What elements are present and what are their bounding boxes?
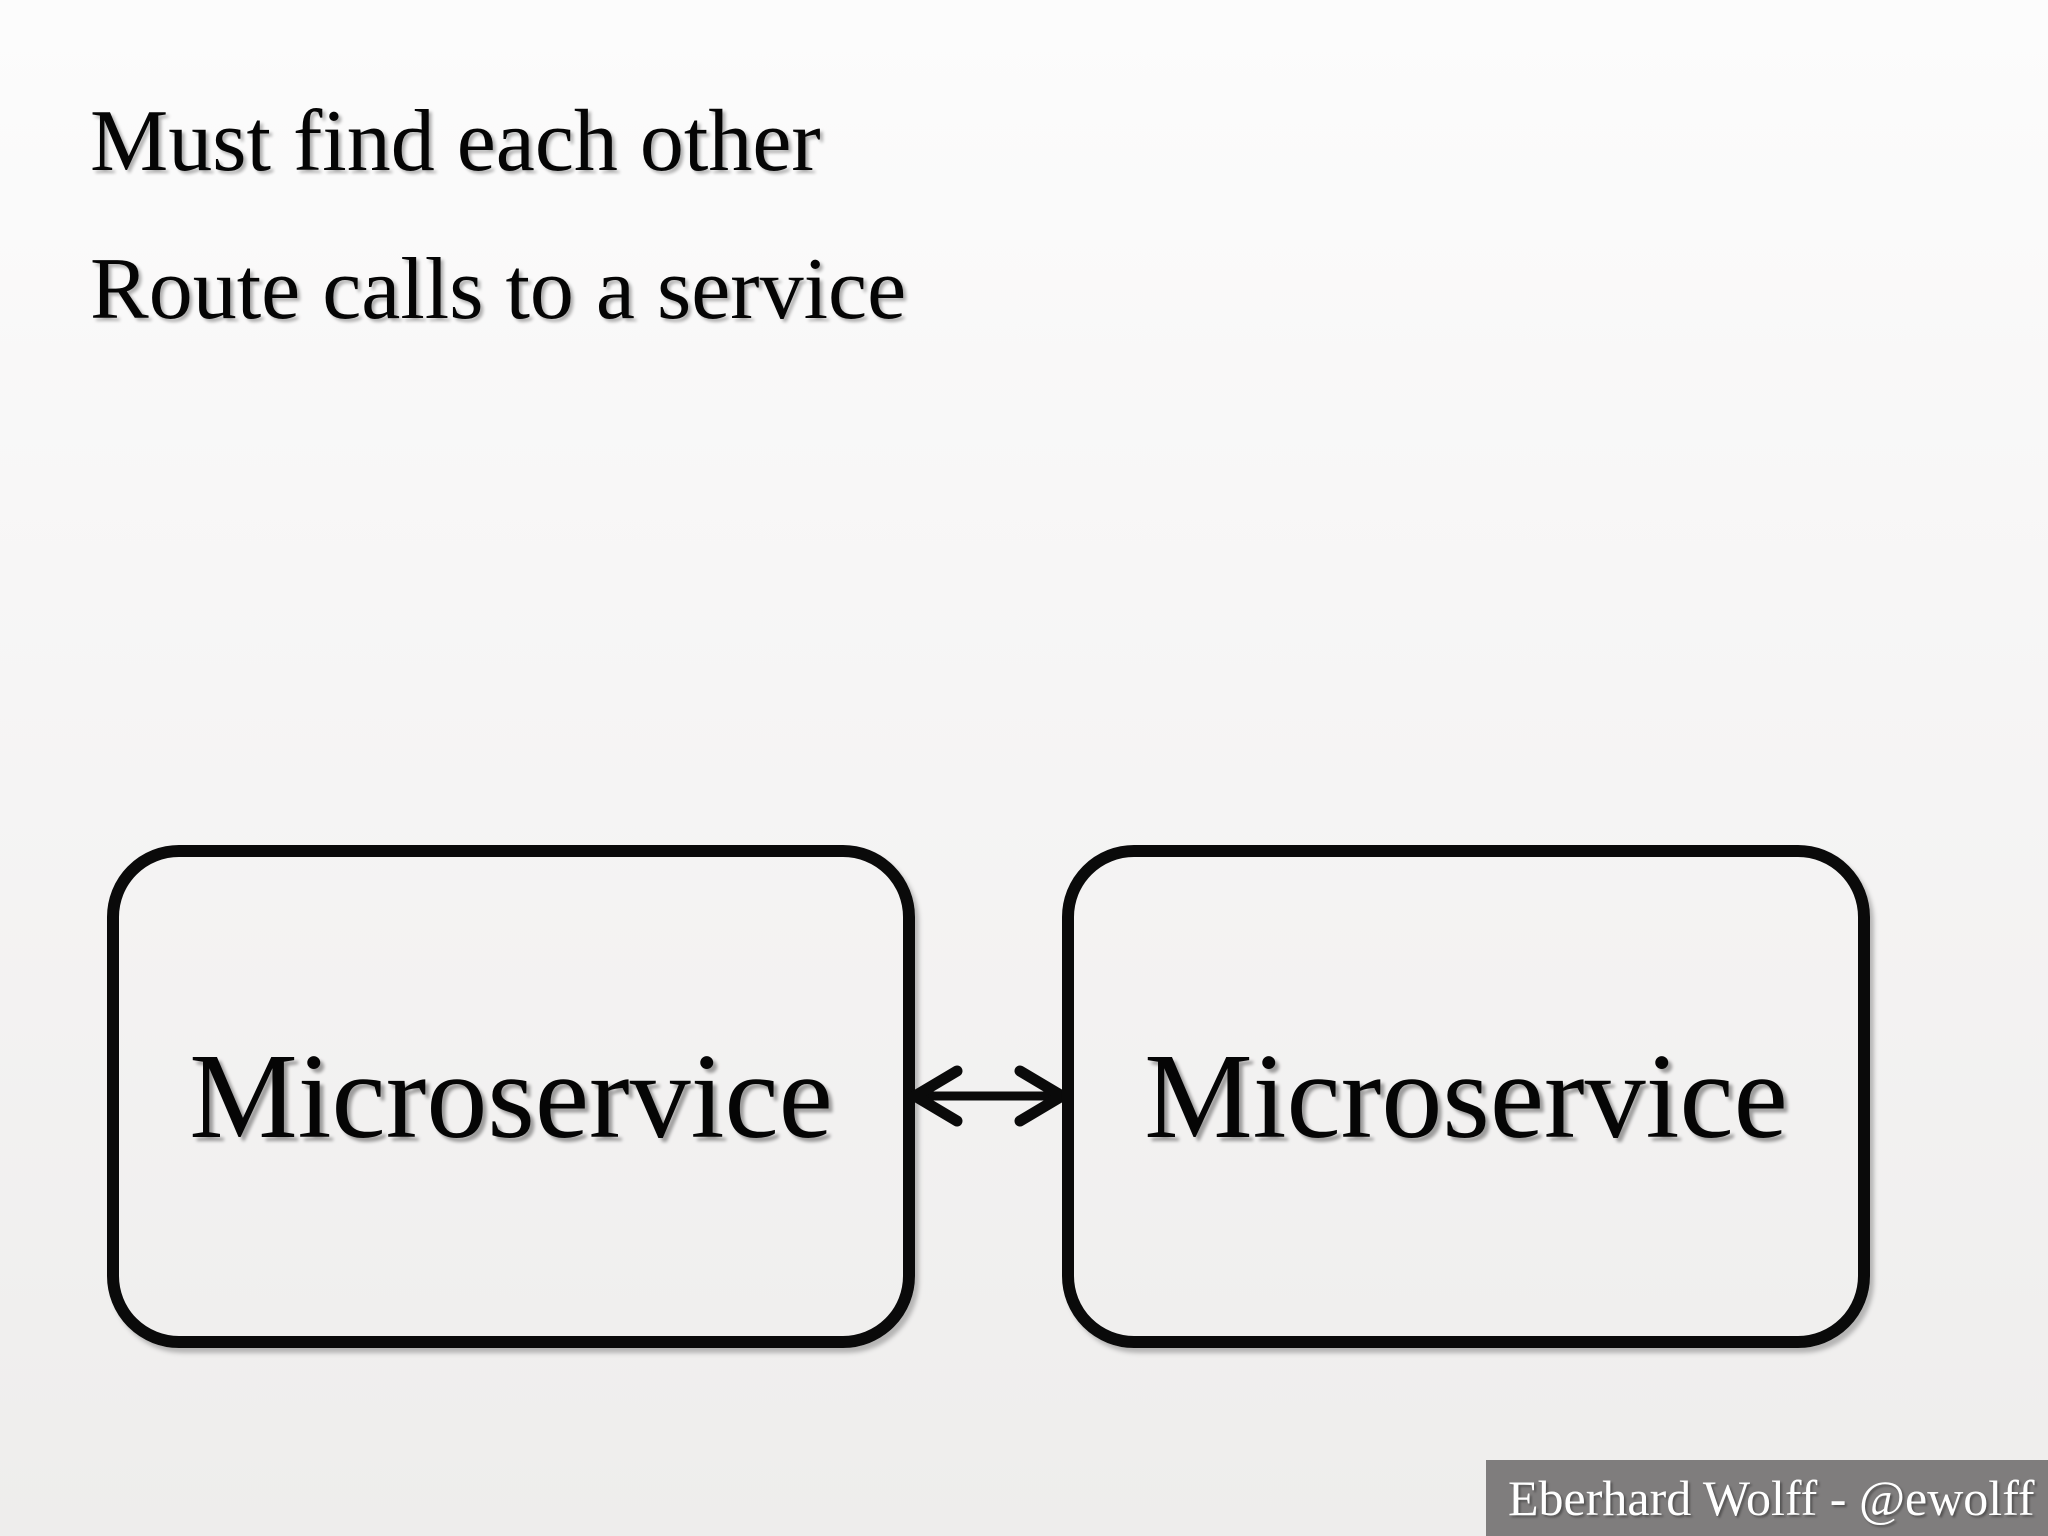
footer-credit-bar: Eberhard Wolff - @ewolff: [1486, 1460, 2048, 1536]
footer-credit-text: Eberhard Wolff - @ewolff: [1508, 1470, 2035, 1526]
bidirectional-arrow-icon: [905, 1065, 1072, 1127]
microservice-label-left: Microservice: [189, 1028, 833, 1164]
microservice-box-left: Microservice: [107, 845, 915, 1348]
microservice-box-right: Microservice: [1062, 845, 1870, 1348]
bullet-route-calls-to-a-service: Route calls to a service: [90, 241, 907, 338]
bullet-must-find-each-other: Must find each other: [90, 93, 821, 190]
microservice-label-right: Microservice: [1144, 1028, 1788, 1164]
